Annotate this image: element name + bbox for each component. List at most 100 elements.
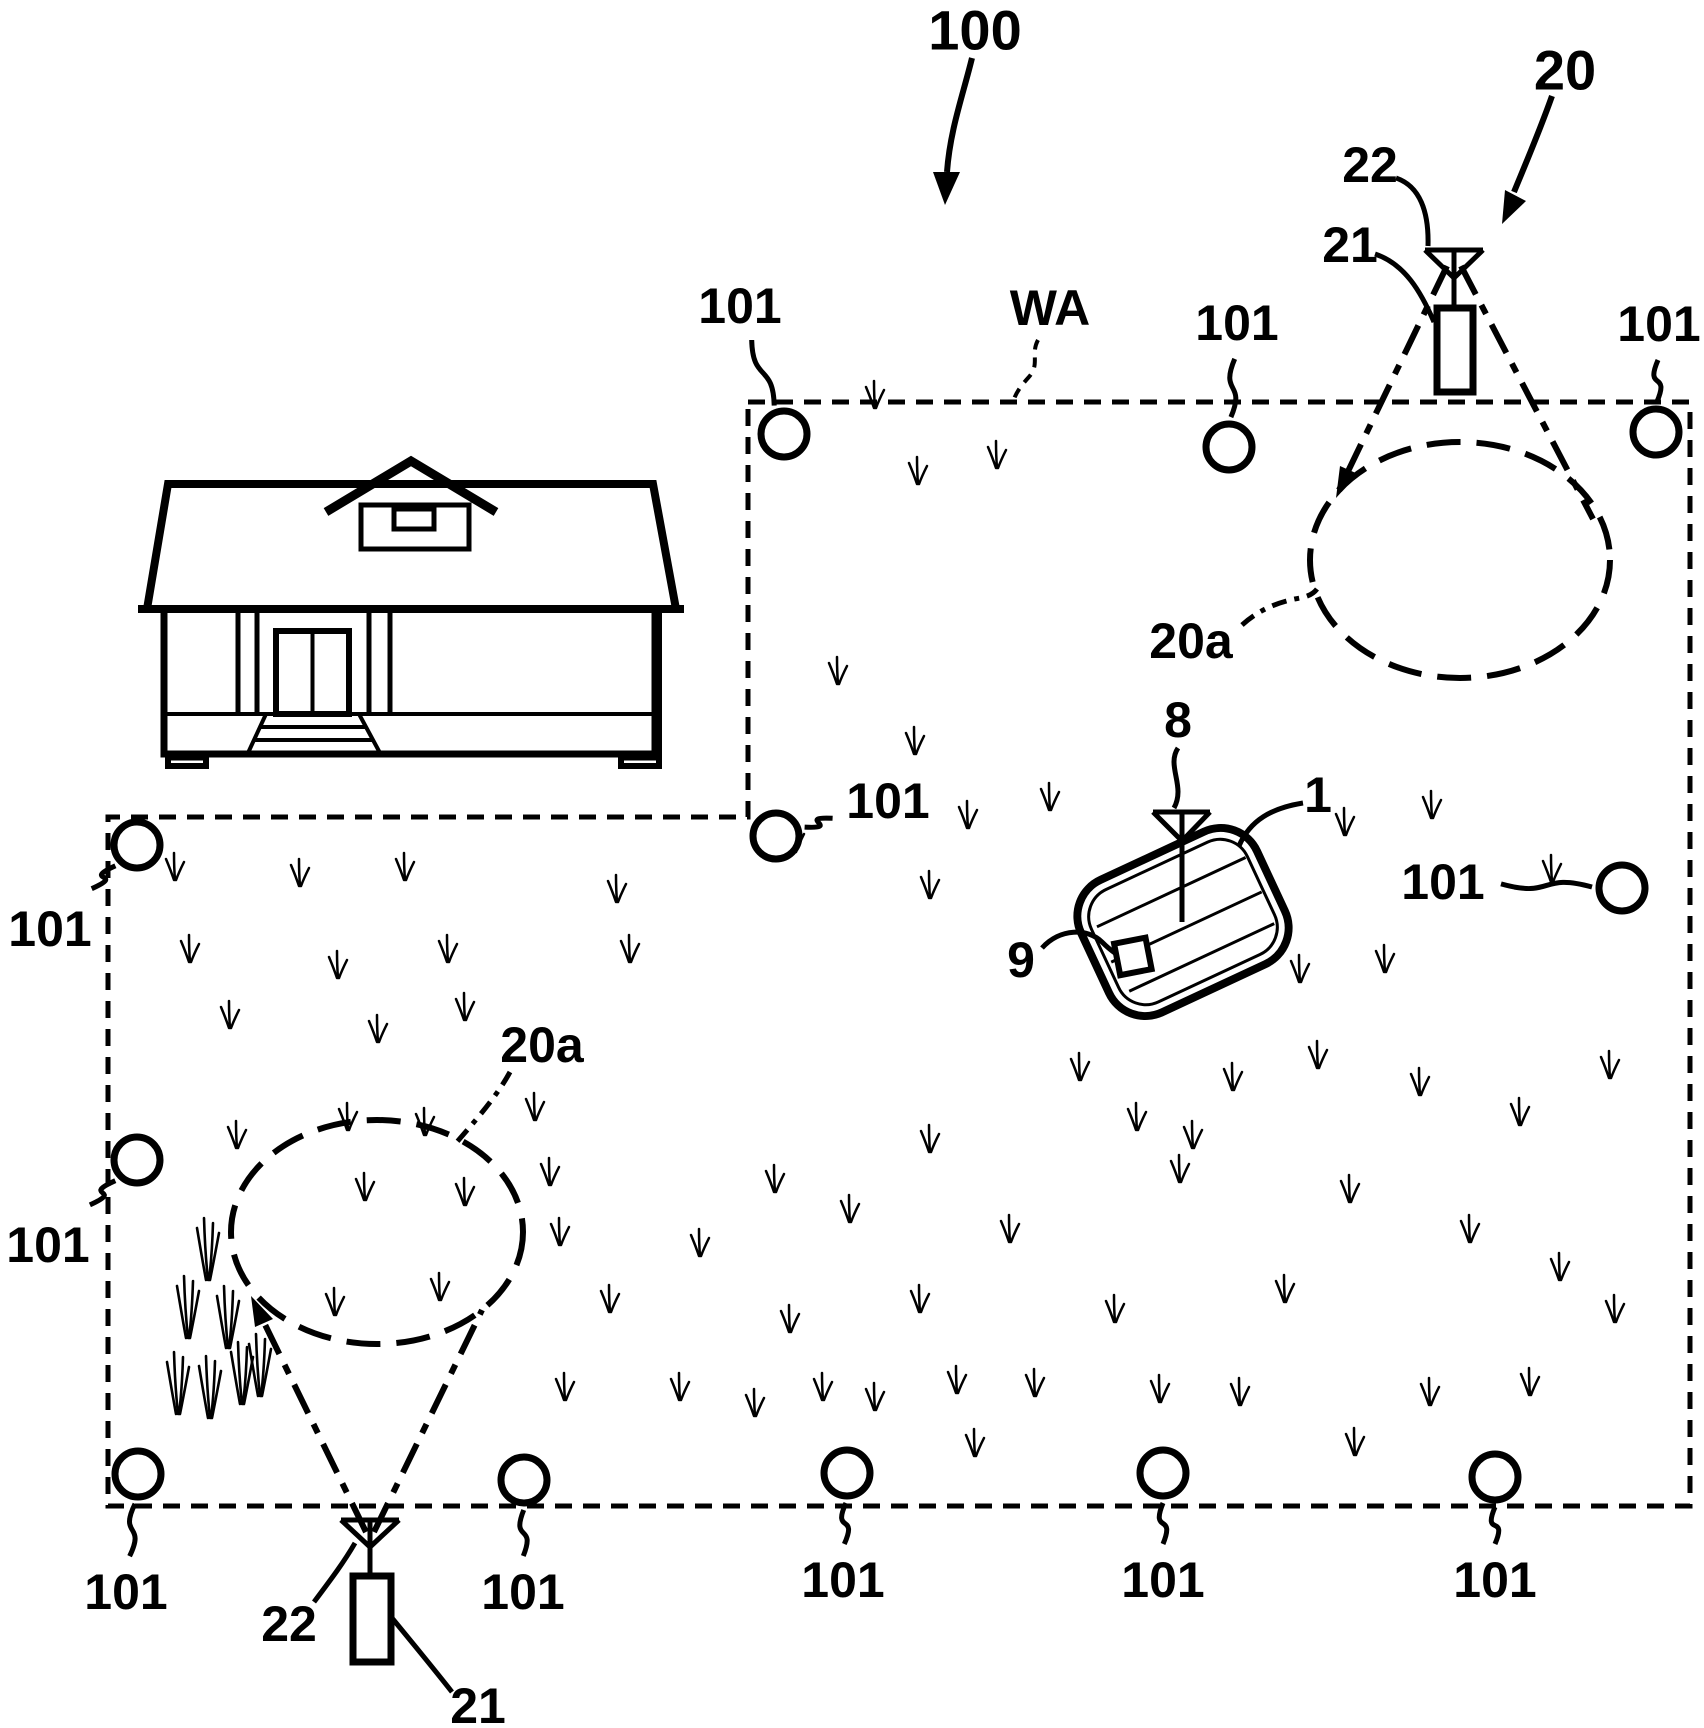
leader-20a-left: [454, 1070, 513, 1145]
grass-tuft-icon: [779, 1303, 801, 1334]
grass-tuft-icon: [839, 1193, 861, 1224]
grass-tuft-icon: [1339, 1173, 1361, 1204]
grass-tuft-icon: [827, 655, 849, 686]
boundary-peg-circle: [820, 1446, 874, 1500]
tall-grass-tuft-icon: [197, 1354, 223, 1420]
leader-1: [1236, 800, 1304, 848]
label-working-area: WA: [1010, 280, 1091, 336]
grass-tuft-icon: [1604, 1293, 1626, 1324]
grass-tuft-icon: [1374, 943, 1396, 974]
house-porch-posts: [235, 609, 393, 714]
grass-tuft-icon: [394, 851, 416, 882]
peg-leader: [749, 339, 777, 406]
grass-tuft-icon: [744, 1387, 766, 1418]
mower-antenna-icon: [1151, 809, 1212, 922]
leader-22-top: [1395, 175, 1431, 247]
robotic-mower: [1073, 809, 1293, 1020]
grass-tuft-icon: [1039, 781, 1061, 812]
peg-leader: [839, 1501, 851, 1546]
label-leaders: [311, 175, 1437, 1694]
cone-arrowhead-right: [1336, 466, 1358, 498]
arrow-20: [1511, 95, 1555, 194]
beacon-top-right: [1423, 247, 1485, 396]
arrow-100: [944, 57, 975, 173]
grass-tuft-icon: [599, 1283, 621, 1314]
grass-tuft-icon: [669, 1371, 691, 1402]
grass-tuft-icon: [904, 725, 926, 756]
boundary-peg-label: 101: [1617, 296, 1700, 352]
grass-tuft-icon: [1289, 953, 1311, 984]
grass-tuft-icon: [1409, 1066, 1431, 1097]
grass-tuft-icon: [1069, 1051, 1091, 1082]
grass-tuft-icon: [324, 1286, 346, 1317]
label-body-21-top: 21: [1322, 217, 1378, 273]
label-coverage-20a-right: 20a: [1149, 613, 1234, 669]
grass-tuft-icon: [764, 1163, 786, 1194]
grass-tuft-icon: [864, 1381, 886, 1412]
grass-tuft-icon: [554, 1371, 576, 1402]
label-coverage-20a-left: 20a: [500, 1017, 585, 1073]
peg-leader: [1651, 359, 1664, 403]
grass-tuft-icon: [539, 1156, 561, 1187]
peg-leader: [517, 1509, 530, 1557]
grass-tuft-icon: [964, 1427, 986, 1458]
house: [138, 455, 684, 769]
grass-tuft-icon: [1229, 1376, 1251, 1407]
label-body-21-bottom: 21: [450, 1678, 506, 1728]
cone-arrowhead-left: [251, 1296, 273, 1327]
beacon-antenna-top-right-icon: [1423, 247, 1485, 308]
grass-tuft-icon: [1104, 1293, 1126, 1324]
working-area-boundary: [105, 399, 1693, 1509]
grass-tuft-icon: [1509, 1096, 1531, 1127]
grass-tuft-icon: [367, 1013, 389, 1044]
grass-tuft-icon: [946, 1364, 968, 1395]
boundary-peg-circle: [1595, 861, 1649, 915]
grass-tuft-icon: [429, 1271, 451, 1302]
grass-tuft-icon: [919, 1123, 941, 1154]
tall-grass-tuft-icon: [165, 1350, 191, 1416]
grass-tuft-icon: [164, 851, 186, 882]
boundary-peg-label: 101: [1195, 295, 1278, 351]
grass-tuft-icon: [437, 933, 459, 964]
tall-grass-tuft-icon: [195, 1216, 221, 1282]
grass-tuft-icon: [606, 873, 628, 904]
grass-tuft-icon: [907, 455, 929, 486]
boundary-peg-label: 101: [6, 1217, 89, 1273]
tall-grass-tuft-icon: [175, 1274, 201, 1340]
reference-leaders: [933, 57, 1555, 224]
boundary-peg-circle: [110, 1133, 164, 1187]
grass-tuft-icon: [454, 991, 476, 1022]
boundary-peg-label: 101: [481, 1564, 564, 1620]
grass-tuft-icon: [1126, 1101, 1148, 1132]
boundary-peg-label: 101: [1401, 854, 1484, 910]
grass-tuft-icon: [689, 1227, 711, 1258]
label-mower-antenna-8: 8: [1164, 692, 1192, 748]
grass-tuft-icon: [1024, 1367, 1046, 1398]
grass-tuft-icon: [957, 799, 979, 830]
peg-leader: [804, 815, 833, 830]
beacon-antenna-bottom-icon: [339, 1517, 401, 1576]
grass-tuft-icon: [1344, 1426, 1366, 1457]
grass-tuft-icon: [1541, 853, 1563, 884]
boundary-peg-circle: [757, 407, 811, 461]
mower-body-inner: [1087, 837, 1279, 1007]
beacon-coverage-left-ellipse: [228, 1117, 526, 1347]
peg-leader: [127, 1502, 138, 1558]
leader-9: [1040, 929, 1117, 956]
label-sensor-9: 9: [1007, 932, 1035, 988]
peg-leader: [1488, 1506, 1502, 1545]
mower-sensor-box: [1110, 934, 1156, 979]
grass-tuft-icon: [1307, 1039, 1329, 1070]
grass-tuft-icon: [1519, 1366, 1541, 1397]
boundary-peg-label: 101: [1453, 1552, 1536, 1608]
beacon-cone-left: [251, 1296, 485, 1534]
peg-leader: [88, 1178, 117, 1208]
peg-leader: [1227, 357, 1239, 419]
grass-tuft-icon: [549, 1216, 571, 1247]
beacon-coverage-right-ellipse: [1307, 439, 1613, 681]
tall-grass-tuft-icon: [247, 1332, 273, 1398]
peg-leader: [1500, 879, 1593, 892]
boundary-peg-circle: [1136, 1446, 1190, 1500]
grass-tuft-icon: [1169, 1153, 1191, 1184]
leader-21-top: [1374, 251, 1437, 323]
